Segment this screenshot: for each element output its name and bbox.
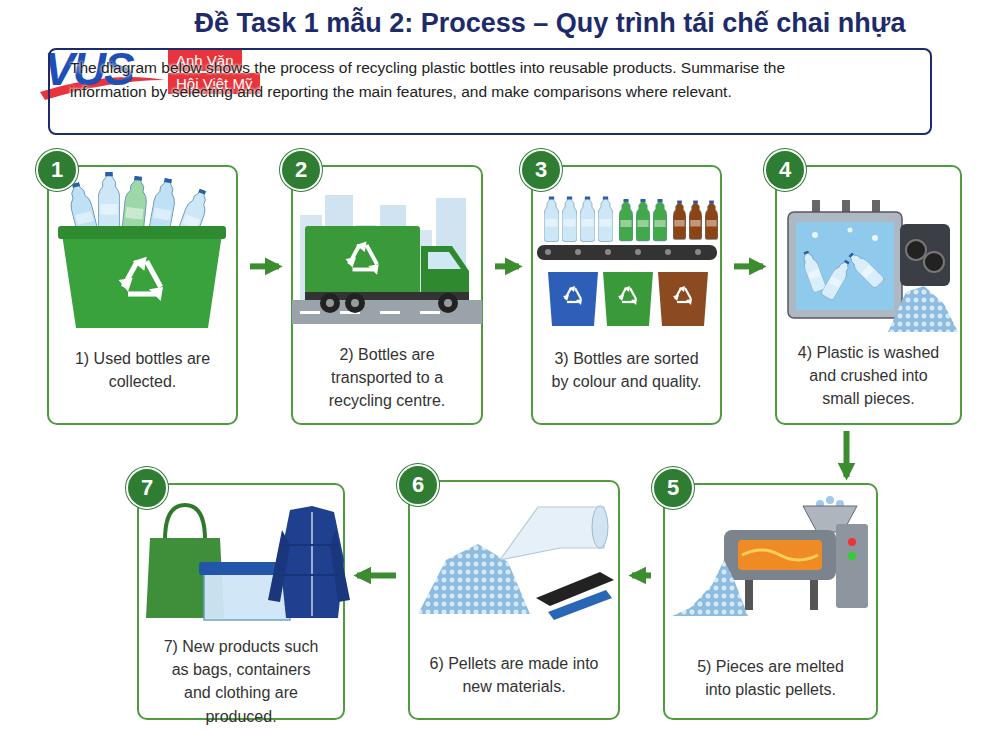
step-number: 6 [397,464,439,506]
step-number: 4 [764,149,806,191]
prompt-text: The diagram below shows the process of r… [70,56,830,104]
step-number: 3 [520,149,562,191]
step-number: 7 [126,467,168,509]
process-step-box: 44) Plastic is washed and crushed into s… [775,165,962,425]
process-step-box: 11) Used bottles are collected. [47,165,238,425]
step-number: 1 [36,149,78,191]
process-step-box: 33) Bottles are sorted by colour and qua… [531,165,722,425]
step-text: 1) Used bottles are collected. [49,347,236,393]
flow-arrow [844,431,850,477]
flow-arrow [357,572,396,578]
process-step-box: 66) Pellets are made into new materials. [408,480,620,720]
step-number: 5 [652,467,694,509]
process-step-box: 22) Bottles are transported to a recycli… [291,165,483,425]
step-text: 2) Bottles are transported to a recyclin… [293,343,481,413]
process-step-box: 55) Pieces are melted into plastic pelle… [663,483,878,720]
flow-arrow [250,263,279,269]
diagram-title: Đề Task 1 mẫu 2: Process – Quy trình tái… [140,8,960,39]
step-text: 7) New products such as bags, containers… [139,635,343,728]
step-text: 4) Plastic is washed and crushed into sm… [777,341,960,411]
step-text: 5) Pieces are melted into plastic pellet… [665,655,876,701]
flow-arrow [495,263,519,269]
step-number: 2 [280,149,322,191]
prompt-box: The diagram below shows the process of r… [48,48,932,135]
process-step-box: 77) New products such as bags, container… [137,483,345,720]
flow-arrow [632,572,651,578]
flow-arrow [734,263,763,269]
step-text: 3) Bottles are sorted by colour and qual… [533,347,720,393]
step-text: 6) Pellets are made into new materials. [410,652,618,698]
